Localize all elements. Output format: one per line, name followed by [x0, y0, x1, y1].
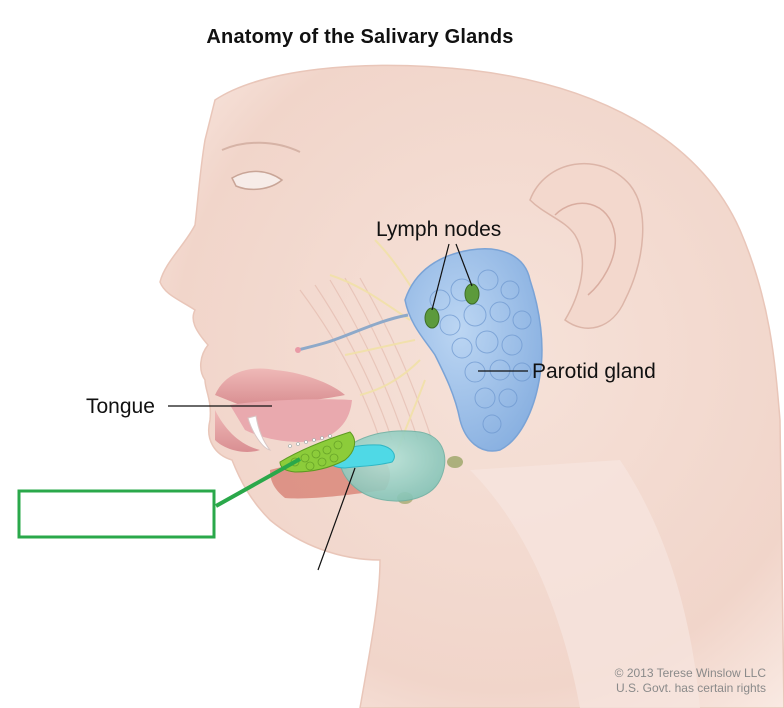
duct-dots: [288, 434, 332, 448]
leader-line-submandibular: [317, 467, 356, 571]
mouth-cavity: [230, 399, 352, 442]
leader-line-lymph-2: [455, 243, 473, 287]
parotid-lobules: [429, 269, 532, 434]
leader-line-lymph-1: [431, 243, 450, 311]
label-parotid-gland: Parotid gland: [532, 360, 656, 383]
upper-lip: [215, 368, 345, 405]
copyright-line-2: U.S. Govt. has certain rights: [615, 681, 766, 695]
label-tongue: Tongue: [86, 395, 155, 418]
answer-box[interactable]: [17, 489, 216, 539]
neck-shading: [470, 460, 700, 708]
label-lymph-nodes: Lymph nodes: [376, 218, 502, 241]
teeth: [247, 415, 272, 451]
ear: [529, 162, 644, 329]
lymph-node: [424, 307, 440, 329]
lymph-node: [447, 456, 463, 468]
sublingual-lobules: [290, 440, 343, 471]
facial-muscle: [299, 277, 433, 441]
parotid-gland: [404, 248, 543, 452]
duct-opening: [295, 347, 301, 353]
copyright-line-1: © 2013 Terese Winslow LLC: [614, 666, 766, 680]
diagram-title: Anatomy of the Salivary Glands: [206, 26, 514, 48]
copyright-notice: © 2013 Terese Winslow LLC U.S. Govt. has…: [615, 666, 766, 696]
lower-lip: [215, 410, 260, 452]
leader-line-sublingual: [215, 457, 301, 508]
eye: [231, 170, 284, 191]
lymph-node: [464, 283, 480, 305]
ear-inner: [554, 202, 617, 296]
eyebrow: [221, 141, 301, 153]
parotid-duct: [297, 313, 409, 352]
